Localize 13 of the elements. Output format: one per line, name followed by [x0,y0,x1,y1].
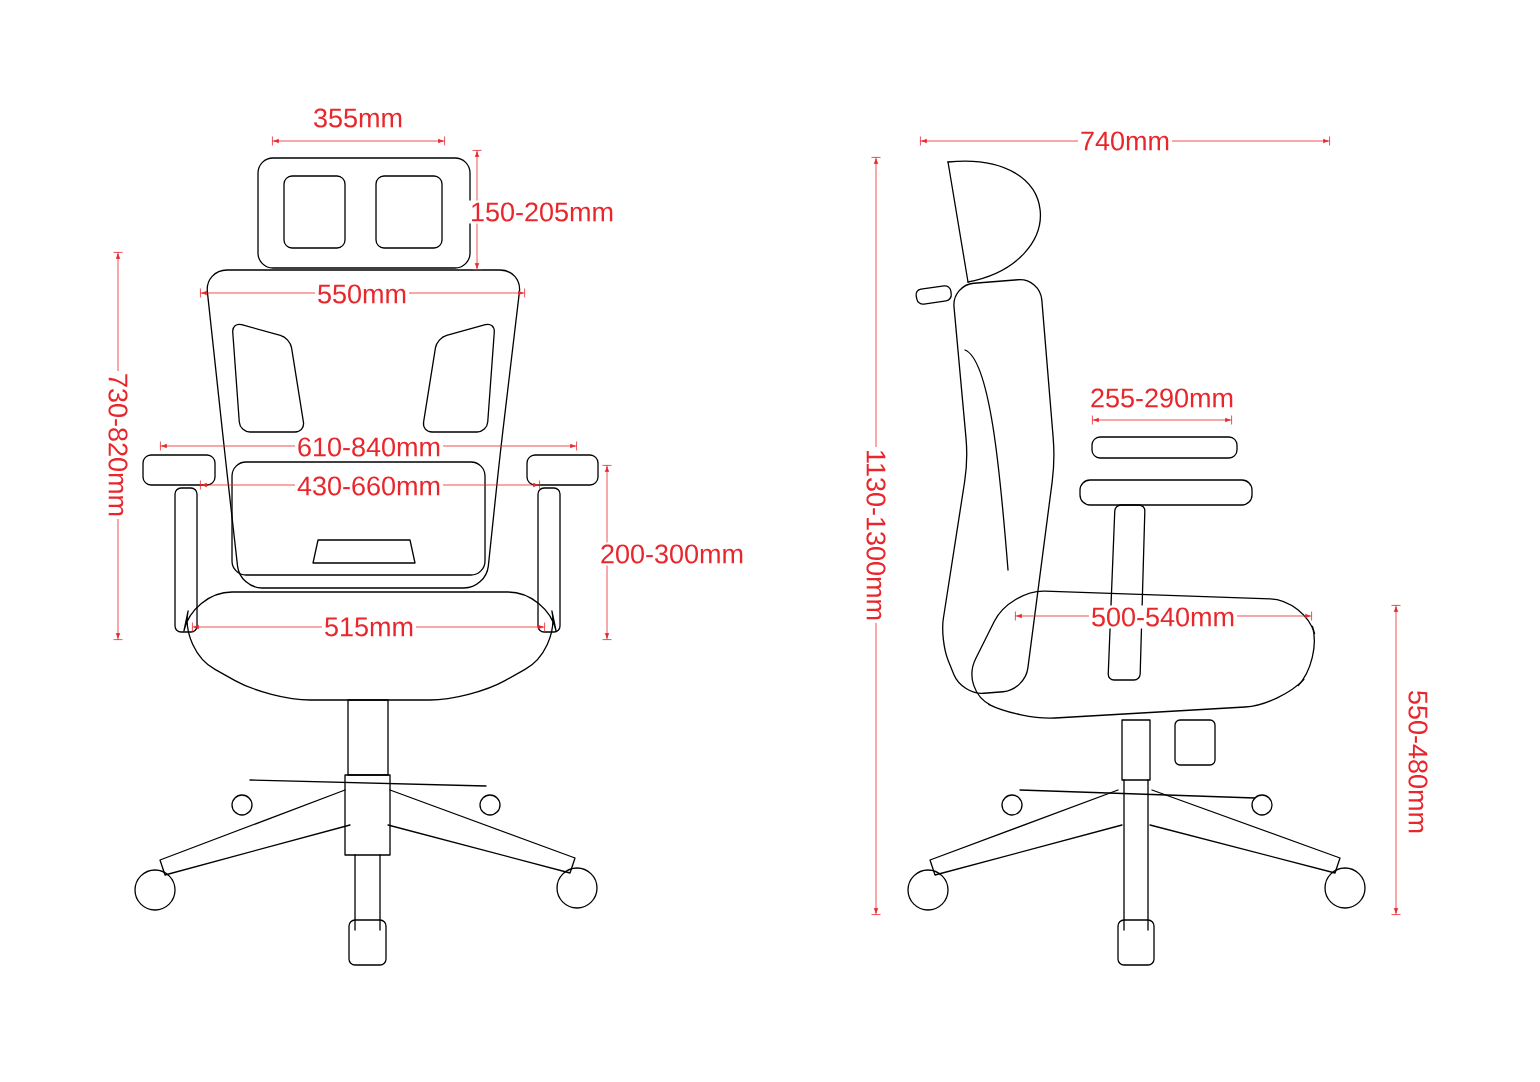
dimension-label: 200-300mm [597,542,747,566]
dimension-label: 255-290mm [1087,386,1237,410]
dimension-label: 740mm [1078,129,1172,153]
dimension-label: 550-480mm [1406,687,1430,837]
dimension-label: 730-820mm [106,370,130,520]
dimension-label: 500-540mm [1088,605,1238,629]
dimension-label: 1130-1300mm [864,446,888,624]
dimension-label: 355mm [311,106,406,130]
dimension-label: 430-660mm [295,474,444,498]
dimension-label: 610-840mm [295,435,444,459]
dimension-label: 150-205mm [467,200,617,224]
dimension-label: 515mm [322,615,416,639]
dimension-label: 550mm [315,282,409,306]
